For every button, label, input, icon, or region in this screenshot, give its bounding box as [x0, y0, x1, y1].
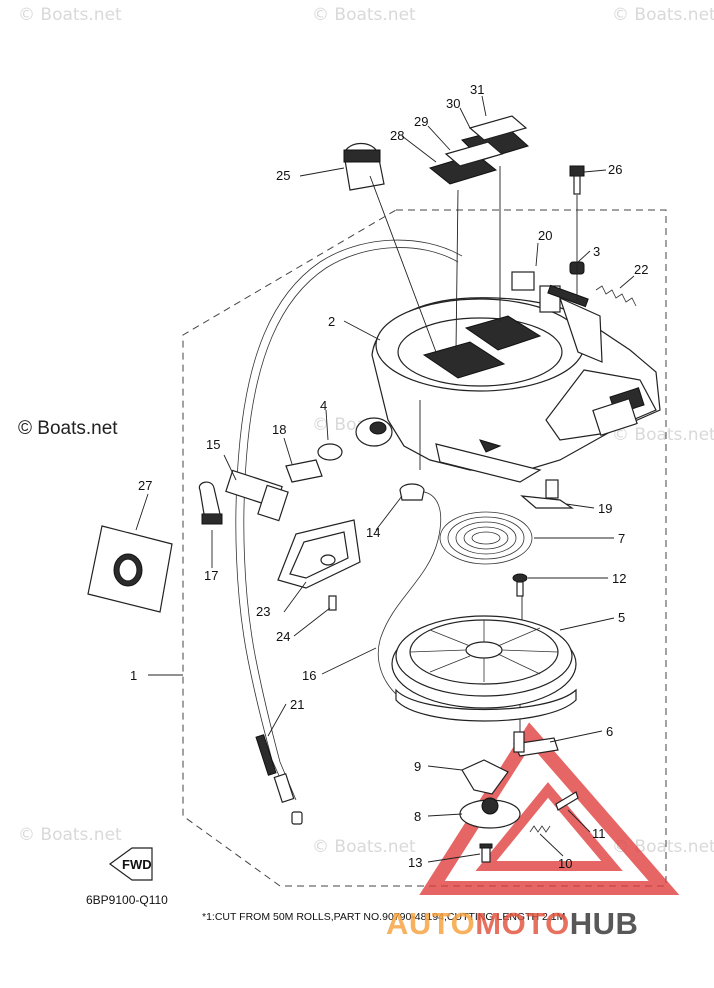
pawl-6-pin: [513, 731, 525, 753]
callout-9: 9: [414, 759, 421, 774]
friction-plate-9: [461, 759, 509, 795]
spring-22: [595, 285, 637, 307]
callout-31: 31: [470, 82, 484, 97]
callout-22: 22: [634, 262, 648, 277]
screw-12: [512, 573, 528, 597]
bolt-26: [569, 165, 585, 195]
logo: AUTOMOTOHUB: [386, 906, 638, 942]
footnote: *1:CUT FROM 50M ROLLS,PART NO.90790-4819…: [202, 911, 566, 923]
starter-cable-inner: [243, 247, 459, 801]
drive-plate-8: [459, 797, 521, 829]
callout-19: 19: [598, 501, 612, 516]
callout-10: 10: [558, 856, 572, 871]
callout-23: 23: [256, 604, 270, 619]
watermark-left-text: © Boats.net: [18, 418, 118, 439]
callout-leaders: [135, 95, 635, 863]
assembly-boundary: [182, 209, 667, 887]
bracket-23: [277, 519, 361, 589]
callout-24: 24: [276, 629, 290, 644]
callout-18: 18: [272, 422, 286, 437]
callout-17: 17: [204, 568, 218, 583]
callout-26: 26: [608, 162, 622, 177]
callout-16: 16: [302, 668, 316, 683]
callout-8: 8: [414, 809, 421, 824]
cap-part: [343, 142, 385, 191]
callout-12: 12: [612, 571, 626, 586]
callout-7: 7: [618, 531, 625, 546]
starter-rope: [378, 491, 442, 709]
bolt-13: [479, 843, 493, 863]
callout-28: 28: [390, 128, 404, 143]
callout-11: 11: [592, 826, 606, 841]
watermark-top-center: © Boats.net: [312, 5, 416, 25]
clip-19: [520, 495, 574, 509]
handle-assembly: [198, 417, 393, 525]
callout-13: 13: [408, 855, 422, 870]
forward-arrow-label: FWD: [122, 857, 152, 872]
spiral-spring-7: [439, 511, 533, 565]
watermark-bottom-center: © Boats.net: [312, 837, 416, 857]
leader-lines: [369, 166, 578, 742]
pulley-5: [391, 615, 577, 722]
spring-11: [555, 791, 579, 811]
bolt-24: [328, 595, 337, 611]
diagram-code: 6BP9100-Q110: [86, 893, 168, 907]
housing-label-plates: [422, 115, 542, 379]
callout-21: 21: [290, 697, 304, 712]
callout-25: 25: [276, 168, 290, 183]
callout-29: 29: [414, 114, 428, 129]
callout-27: 27: [138, 478, 152, 493]
callout-6: 6: [606, 724, 613, 739]
guide-14: [399, 483, 425, 501]
callout-2: 2: [328, 314, 335, 329]
callout-14: 14: [366, 525, 380, 540]
logo-part-1: AUTO: [386, 906, 476, 941]
callout-3: 3: [593, 244, 600, 259]
watermark-top-left: © Boats.net: [18, 5, 122, 25]
callout-5: 5: [618, 610, 625, 625]
callout-1: 1: [130, 668, 137, 683]
forward-arrow-icon: FWD: [108, 847, 153, 881]
watermark-bottom-left: © Boats.net: [18, 825, 122, 845]
watermark-top-right: © Boats.net: [612, 5, 714, 25]
watermark-right: © Boats.net: [612, 425, 714, 445]
clip-19-post: [545, 479, 559, 499]
plate-27: [87, 525, 173, 613]
spring-10: [529, 825, 551, 833]
lever-20: [511, 271, 603, 363]
starter-cable: [235, 239, 463, 801]
cable-end-fitting: [255, 734, 303, 825]
callout-15: 15: [206, 437, 220, 452]
logo-part-3: HUB: [569, 906, 639, 941]
callout-20: 20: [538, 228, 552, 243]
logo-part-2: MOTO: [475, 906, 570, 941]
callout-30: 30: [446, 96, 460, 111]
callout-4: 4: [320, 398, 327, 413]
